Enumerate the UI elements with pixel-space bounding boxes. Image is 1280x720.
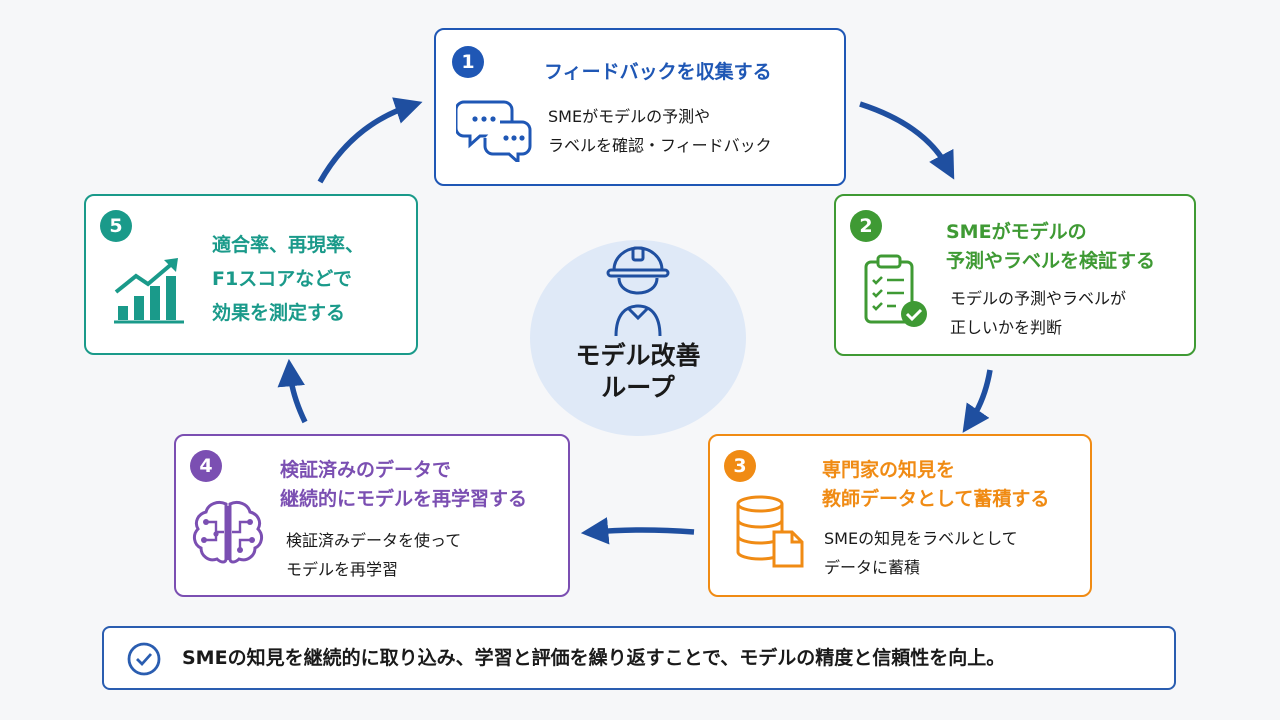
step-title: 検証済みのデータで 継続的にモデルを再学習する: [280, 459, 528, 510]
step-card-5: 5 適合率、再現率、 F1スコアなどで 効果を測定する: [84, 194, 418, 355]
arrow-5-to-1: [317, 97, 423, 184]
step-card-4: 4 検証済みのデータで 継続的にモデルを再学習する 検証済みデータを使って モデ…: [174, 434, 570, 597]
step-card-2: 2 SMEがモデルの 予測やラベルを検証する モデルの予測やラベルが 正しいかを…: [834, 194, 1196, 356]
summary-text: SMEの知見を継続的に取り込み、学習と評価を繰り返すことで、モデルの精度と信頼性…: [182, 647, 1006, 669]
chat-bubbles-icon: [456, 100, 532, 162]
arrow-1-to-2: [859, 101, 955, 180]
step-title: 適合率、再現率、 F1スコアなどで 効果を測定する: [212, 234, 365, 324]
arrow-4-to-5: [277, 358, 308, 424]
step-number-badge: 1: [452, 46, 484, 78]
arrow-3-to-4: [580, 517, 695, 545]
engineer-icon: [606, 246, 670, 336]
step-card-1: 1 フィードバックを収集する SMEがモデルの予測や ラベルを確認・フィードバッ…: [434, 28, 846, 186]
step-description: SMEの知見をラベルとして データに蓄積: [824, 529, 1018, 577]
step-title: SMEがモデルの 予測やラベルを検証する: [946, 221, 1156, 272]
step-number-badge: 2: [850, 210, 882, 242]
step-number-badge: 5: [100, 210, 132, 242]
step-description: 検証済みデータを使って モデルを再学習: [286, 531, 462, 579]
hub-label: モデル改善 ループ: [575, 341, 701, 402]
summary-banner: SMEの知見を継続的に取り込み、学習と評価を繰り返すことで、モデルの精度と信頼性…: [102, 626, 1176, 690]
step-card-3: 3 専門家の知見を 教師データとして蓄積する SMEの知見をラベルとして データ…: [708, 434, 1092, 597]
arrow-2-to-3: [962, 369, 993, 433]
database-document-icon: [736, 495, 804, 568]
step-number-badge: 4: [190, 450, 222, 482]
step-title: 専門家の知見を 教師データとして蓄積する: [822, 459, 1050, 510]
growth-chart-icon: [114, 258, 184, 324]
step-description: モデルの予測やラベルが 正しいかを判断: [950, 289, 1127, 337]
step-number-badge: 3: [724, 450, 756, 482]
step-description: SMEがモデルの予測や ラベルを確認・フィードバック: [548, 107, 772, 155]
clipboard-check-icon: [864, 254, 927, 327]
step-title: フィードバックを収集する: [544, 61, 772, 83]
check-circle-icon: [127, 642, 161, 676]
brain-circuit-icon: [192, 500, 264, 564]
center-hub: モデル改善 ループ: [530, 240, 746, 436]
